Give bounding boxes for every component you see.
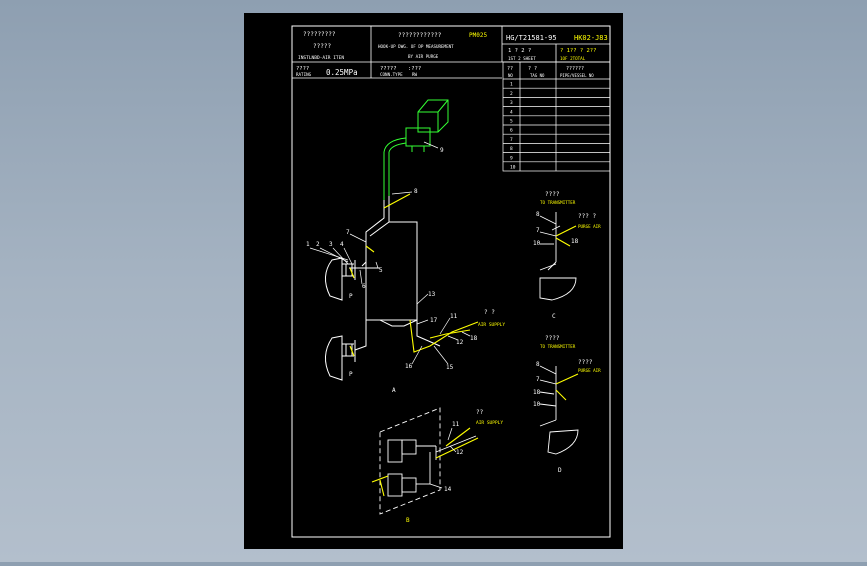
label-p-upper: P: [349, 293, 353, 300]
air-supply-b-en: AIR SUPPLY: [476, 420, 503, 426]
rating-value: 0.25MPa: [326, 68, 358, 77]
view-label-a: A: [392, 387, 396, 394]
drawing-number: HK02-J83: [574, 34, 608, 42]
table-header-tag-cn: ? ?: [528, 66, 537, 72]
view-c-assembly: [539, 212, 577, 301]
title-left-sub-en: INSTLNBD-AIR ITEN: [298, 55, 344, 61]
table-row-number: 8: [510, 146, 513, 152]
table-row-number: 1: [510, 82, 513, 88]
label-17: 17: [430, 317, 438, 324]
label-b-14: 14: [444, 486, 452, 493]
label-b-12: 12: [456, 449, 464, 456]
table-row-number: 10: [510, 165, 516, 171]
title-center-en-2: BY AIR PURGE: [408, 54, 439, 59]
label-1: 1: [306, 241, 310, 248]
label-6: 6: [362, 283, 366, 290]
table-header-tag-en: TAG NO: [530, 73, 545, 78]
table-row-number: 6: [510, 128, 513, 134]
label-12: 12: [456, 339, 464, 346]
title-center-cn: ????????????: [398, 32, 442, 39]
table-row-number: 4: [510, 109, 513, 115]
transmitter: [383, 99, 449, 200]
title-left-sub-cn: ?????: [313, 43, 331, 50]
label-3: 3: [329, 241, 333, 248]
table-header-vessel-en: PIPE/VESSEL NO: [560, 73, 594, 78]
view-b-assembly: [379, 407, 477, 515]
sheet-en: 1ST 2 SHEET: [508, 56, 536, 61]
to-transmitter-c-cn: ????: [545, 191, 560, 198]
label-5: 5: [379, 267, 383, 274]
conn-label-en: CONN.TYPE: [380, 72, 403, 77]
title-center-en-1: HOOK-UP DWG. OF DP MEASUREMENT: [378, 44, 454, 49]
label-13: 13: [428, 291, 436, 298]
purge-c-cn: ??? ?: [578, 213, 596, 220]
title-left-cn: ?????????: [303, 31, 336, 38]
purge-d-en: PURGE AIR: [578, 368, 601, 373]
view-d-assembly: [539, 365, 579, 455]
purge-c-en: PURGE AIR: [578, 224, 601, 229]
label-p-lower: P: [349, 371, 353, 378]
label-18: 18: [470, 335, 478, 342]
viewport-background: [244, 13, 623, 549]
table-header-no-cn: ??: [507, 66, 513, 72]
view-label-b: B: [406, 517, 410, 524]
rating-label-en: RATING: [296, 72, 312, 77]
rating-label-cn: ????: [296, 66, 309, 72]
label-c-18: 18: [571, 238, 579, 245]
label-16: 16: [405, 363, 413, 370]
purge-air-lines-b: [371, 427, 479, 497]
table-row-number: 2: [510, 91, 513, 97]
purge-air-lines-a: [349, 193, 479, 357]
view-label-c: C: [552, 313, 556, 320]
label-c-8: 8: [536, 211, 540, 218]
label-15: 15: [446, 364, 454, 371]
label-d-7: 7: [536, 376, 540, 383]
label-9: 9: [440, 147, 444, 154]
label-d-10: 10: [533, 401, 541, 408]
page-total: 1OF 2TOTAL: [560, 56, 586, 61]
label-c-10: 10: [533, 240, 541, 247]
label-4: 4: [340, 241, 344, 248]
label-8: 8: [414, 188, 418, 195]
purge-d-cn: ????: [578, 359, 593, 366]
drawing-border: [291, 25, 611, 538]
air-supply-en: AIR SUPPLY: [478, 322, 505, 328]
table-row-number: 3: [510, 100, 513, 106]
label-c-7: 7: [536, 227, 540, 234]
table-row-number: 5: [510, 119, 513, 125]
leader-lines-b: [429, 427, 457, 489]
air-supply-cn: ? ?: [484, 309, 495, 316]
conn-label-cn: ?????: [380, 66, 397, 72]
label-d-8: 8: [536, 361, 540, 368]
to-transmitter-d-en: TO TRANSMITTER: [540, 344, 576, 349]
to-transmitter-c-en: TO TRANSMITTER: [540, 200, 576, 205]
sheet-cn: 1 ? 2 ?: [508, 48, 531, 54]
label-d-18: 18: [533, 389, 541, 396]
conn-value-en: RW: [412, 72, 418, 77]
table-row-number: 7: [510, 137, 513, 143]
title-center-code: PM025: [469, 32, 487, 39]
table-row-number: 9: [510, 155, 513, 161]
table-header-vessel-cn: ??????: [566, 66, 584, 72]
label-11: 11: [450, 313, 458, 320]
air-supply-b-cn: ??: [476, 409, 484, 416]
label-b-11: 11: [452, 421, 460, 428]
table-header-no-en: NO: [508, 73, 513, 78]
page-of: ? 1?? ? 2??: [560, 48, 596, 54]
to-transmitter-d-cn: ????: [545, 335, 560, 342]
purge-air-lines-d: [555, 373, 579, 401]
label-2: 2: [316, 241, 320, 248]
leader-lines-a: [309, 141, 471, 365]
std-number: HG/T21581-95: [506, 34, 557, 42]
view-label-d: D: [558, 467, 562, 474]
label-7: 7: [346, 229, 350, 236]
conn-value-cn: :???: [408, 66, 421, 72]
purge-air-lines-c: [555, 225, 577, 247]
item-table: [502, 61, 611, 172]
